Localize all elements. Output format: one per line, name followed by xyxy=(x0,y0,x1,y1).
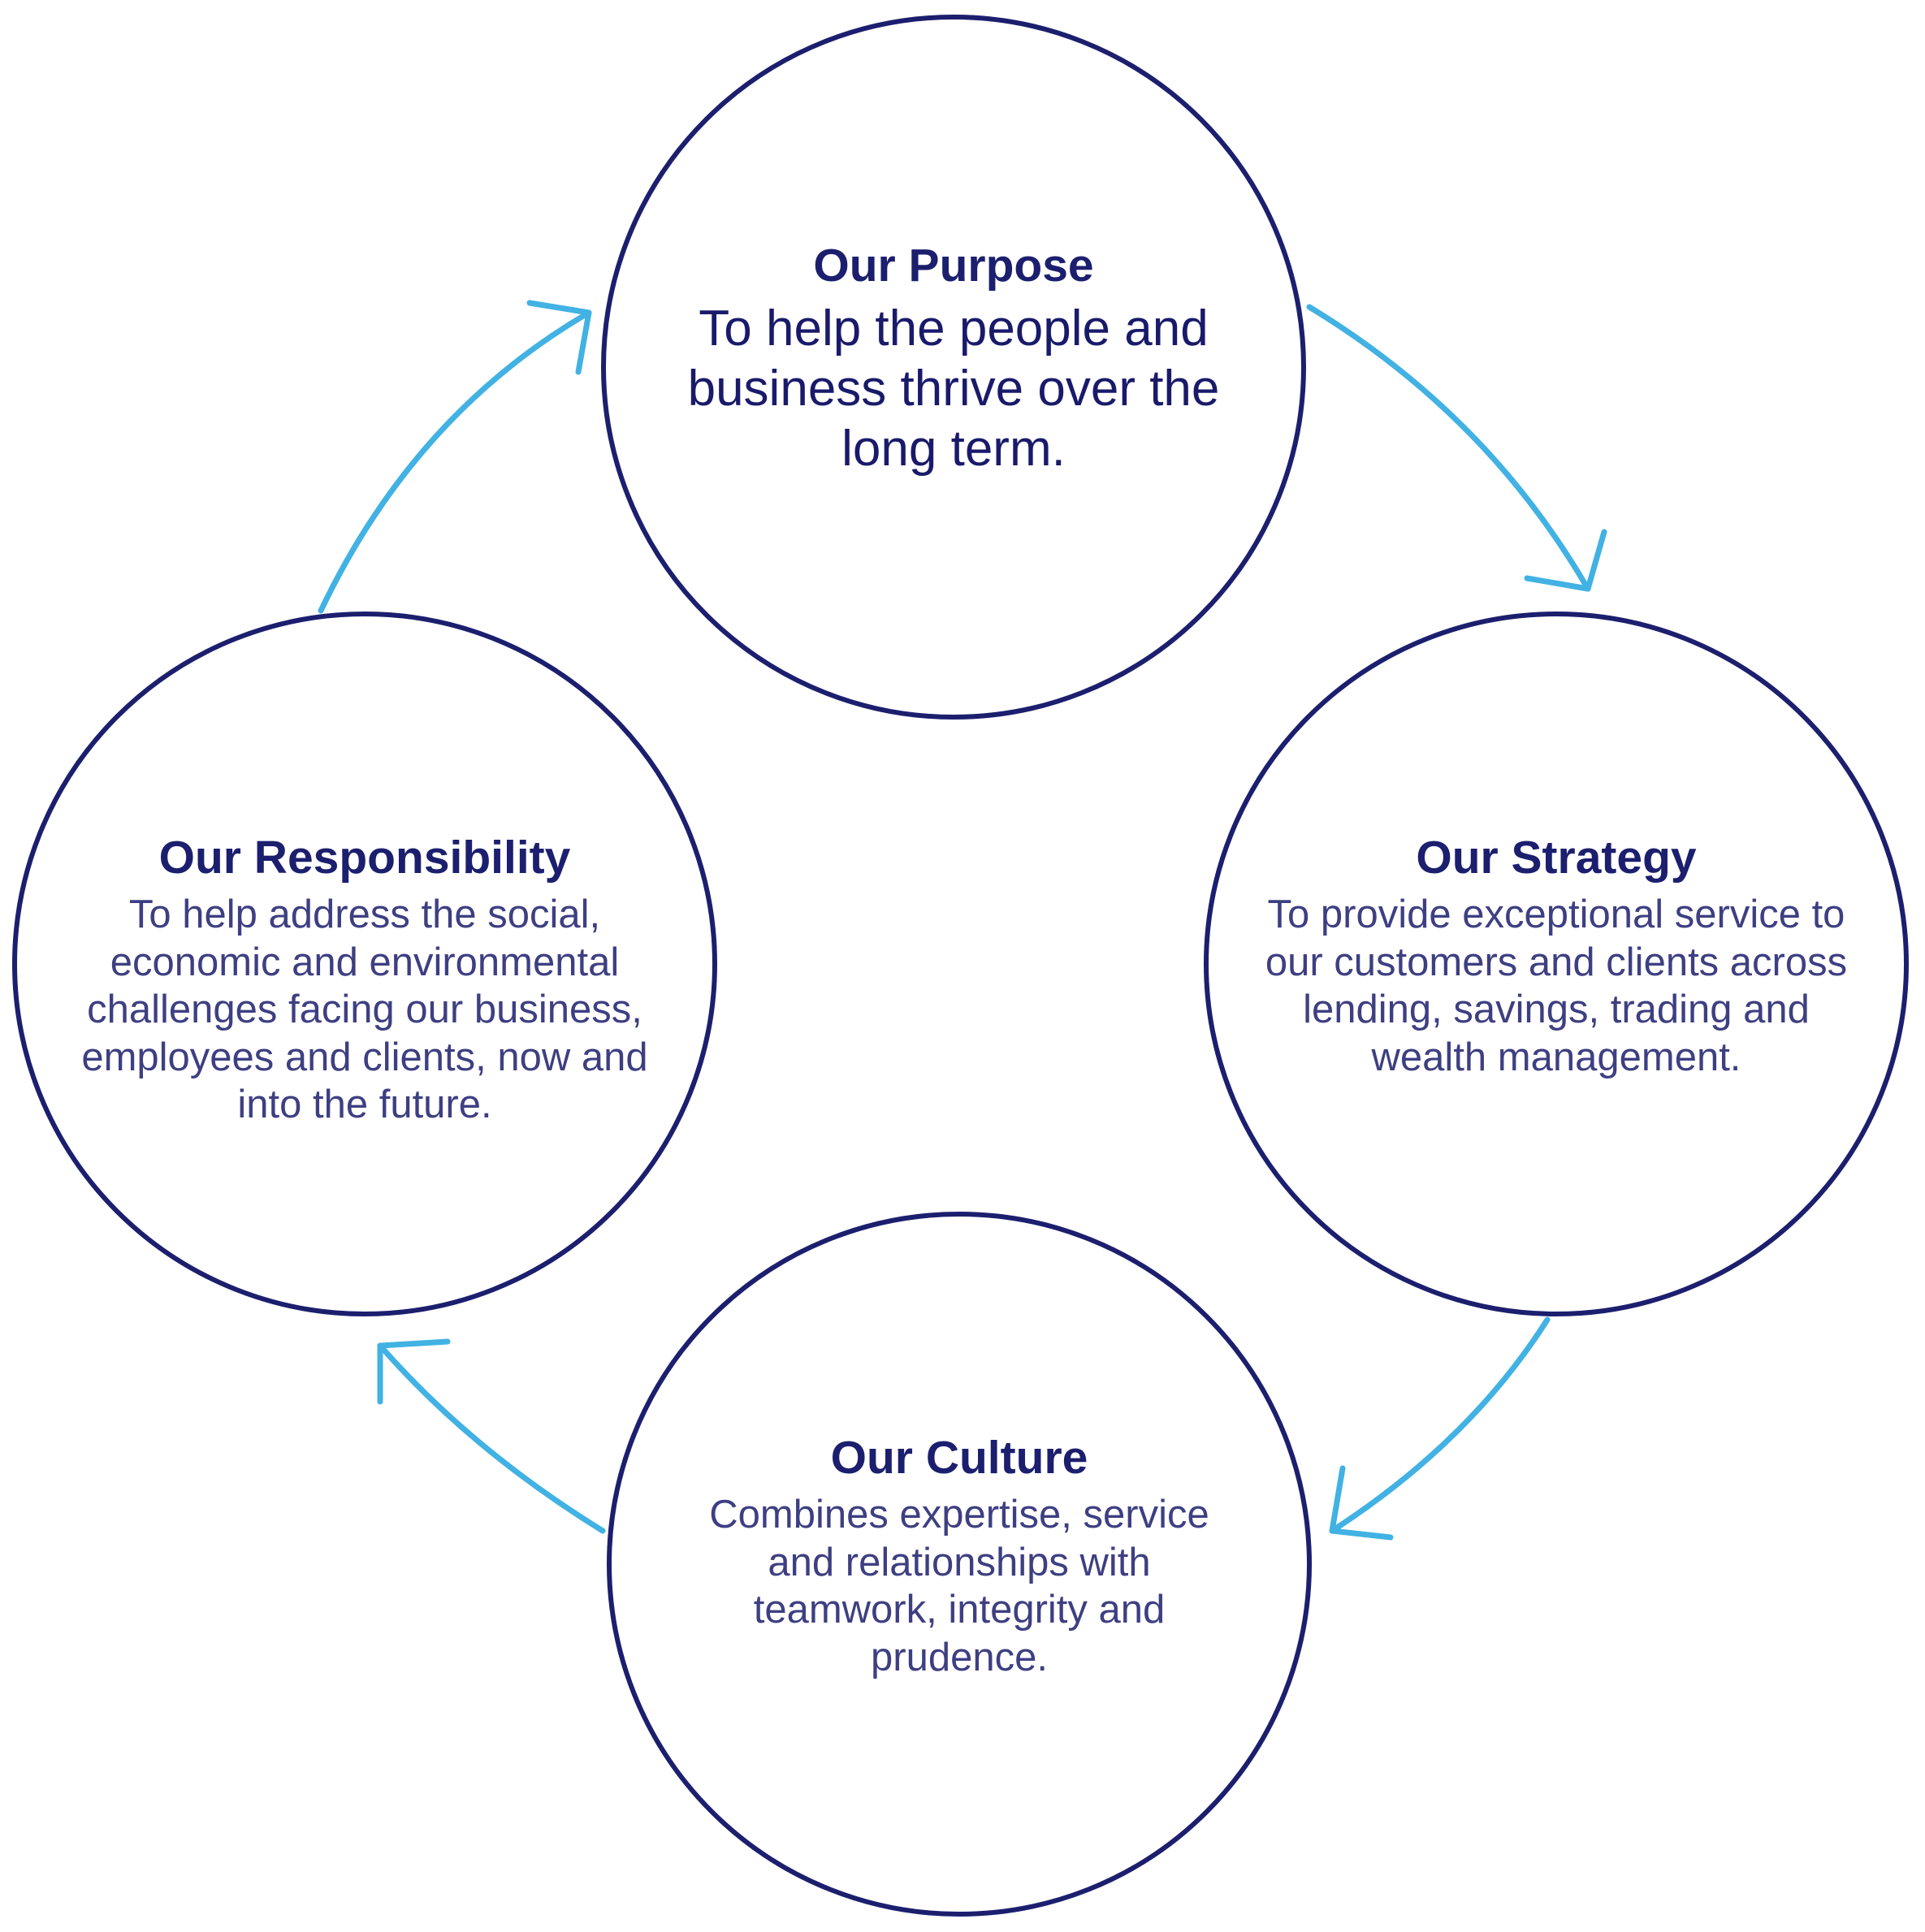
strategy-circle: Our Strategy To provide exceptional serv… xyxy=(1204,612,1909,1316)
arrow-purpose-to-strategy-head xyxy=(1524,529,1607,592)
culture-title: Our Culture xyxy=(830,1432,1088,1484)
purpose-text: To help the people and business thrive o… xyxy=(687,300,1220,477)
arrow-culture-to-responsibility xyxy=(377,1342,606,1534)
arrow-strategy-to-culture-head xyxy=(1329,1465,1394,1541)
arrow-strategy-to-culture xyxy=(1329,1316,1551,1534)
responsibility-title: Our Responsibility xyxy=(158,832,571,884)
culture-text: Combines expertise, service and relation… xyxy=(709,1493,1209,1679)
purpose-content: Our Purpose To help the people and busin… xyxy=(653,237,1254,479)
strategy-content: Our Strategy To provide exceptional serv… xyxy=(1260,829,1853,1081)
arrow-culture-to-responsibility-head xyxy=(377,1338,451,1405)
responsibility-text: To help address the social, economic and… xyxy=(81,893,648,1126)
purpose-title: Our Purpose xyxy=(813,240,1094,292)
responsibility-circle: Our Responsibility To help address the s… xyxy=(12,612,717,1316)
purpose-circle: Our Purpose To help the people and busin… xyxy=(601,15,1306,720)
responsibility-content: Our Responsibility To help address the s… xyxy=(56,829,673,1129)
arrow-responsibility-to-purpose-head xyxy=(526,300,592,375)
culture-circle: Our Culture Combines expertise, service … xyxy=(607,1212,1312,1917)
strategy-text: To provide exceptional service to our cu… xyxy=(1265,893,1848,1079)
arrow-purpose-to-strategy xyxy=(1306,304,1591,592)
arrow-responsibility-to-purpose xyxy=(318,309,592,614)
culture-content: Our Culture Combines expertise, service … xyxy=(707,1429,1211,1681)
strategy-title: Our Strategy xyxy=(1416,832,1697,884)
